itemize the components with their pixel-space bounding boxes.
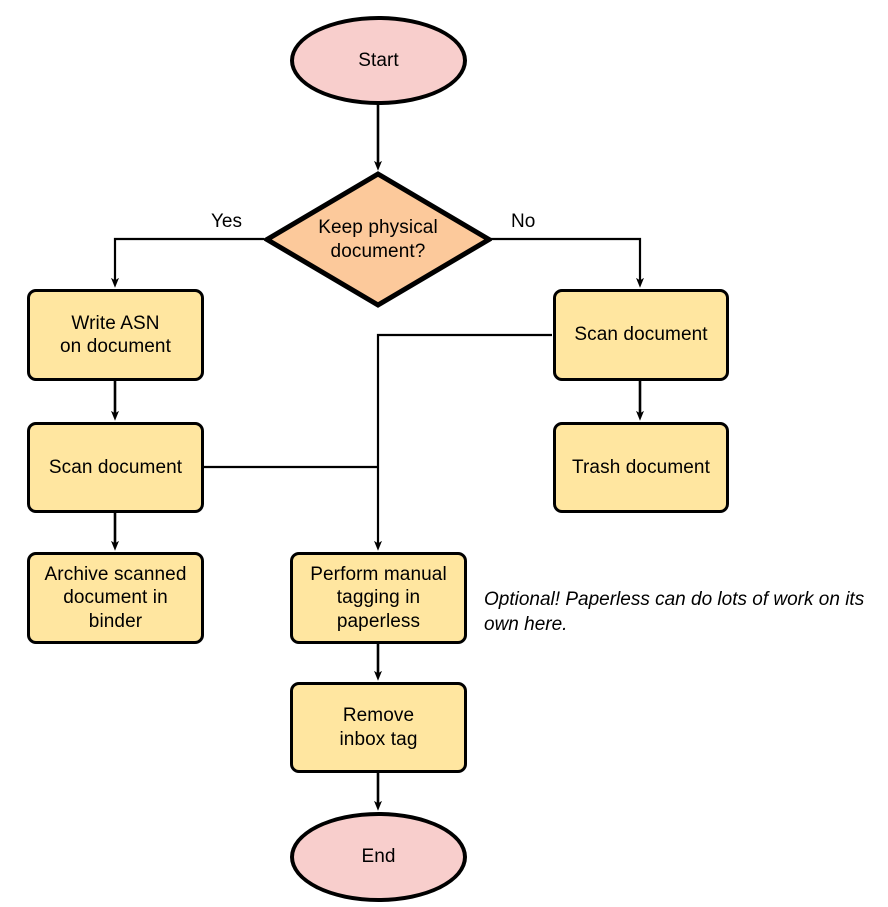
node-scan-document-right[interactable]: Scan document (553, 289, 729, 381)
node-remove-inbox-tag[interactable]: Remove inbox tag (290, 682, 467, 773)
node-archive-scanned-document[interactable]: Archive scanned document in binder (27, 552, 204, 644)
node-scan-document-left-label: Scan document (48, 456, 183, 478)
node-archive-label: Archive scanned document in binder (44, 564, 187, 632)
node-perform-manual-tagging[interactable]: Perform manual tagging in paperless (290, 552, 467, 644)
node-write-asn-label: Write ASN on document (60, 312, 171, 357)
node-decision-keep-physical-document[interactable]: Keep physical document? (264, 171, 492, 308)
node-write-asn-on-document[interactable]: Write ASN on document (27, 289, 204, 381)
edge-scan-right-to-tagging (374, 333, 552, 551)
node-scan-document-left[interactable]: Scan document (27, 422, 204, 513)
node-end[interactable]: End (290, 812, 467, 902)
edge-label-yes: Yes (211, 211, 242, 232)
decision-diamond-shape (264, 171, 492, 308)
node-remove-inbox-tag-label: Remove inbox tag (339, 705, 418, 750)
edge-label-no: No (511, 211, 536, 232)
edge-decision-yes-to-write-asn (111, 237, 264, 288)
node-decision-label: Keep physical document? (318, 217, 438, 262)
node-trash-document[interactable]: Trash document (553, 422, 729, 513)
node-trash-document-label: Trash document (572, 456, 710, 478)
node-tagging-label: Perform manual tagging in paperless (310, 564, 447, 632)
edge-decision-no-to-scan-right (491, 237, 644, 288)
node-end-label: End (361, 846, 396, 868)
node-scan-document-right-label: Scan document (574, 324, 708, 346)
node-start-label: Start (358, 49, 399, 71)
node-start[interactable]: Start (290, 16, 467, 105)
annotation-optional-note: Optional! Paperless can do lots of work … (484, 589, 865, 635)
